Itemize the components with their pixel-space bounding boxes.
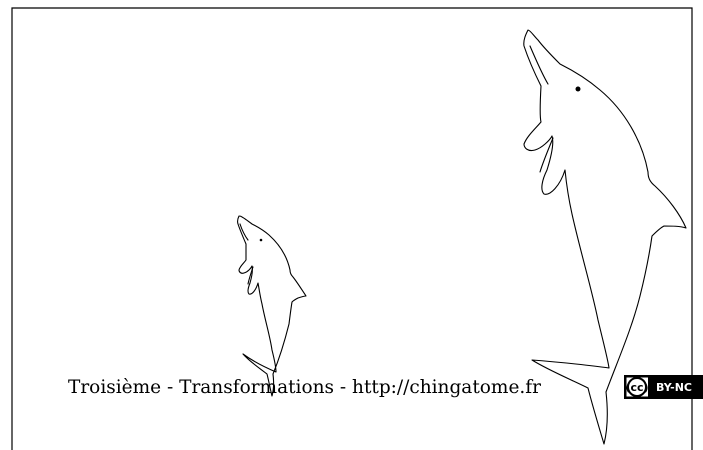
cc-logo-text: (cc) <box>625 381 648 394</box>
large-dolphin-mouth-line <box>529 45 549 85</box>
large-dolphin-body <box>523 29 687 445</box>
small-dolphin-fin-line <box>247 266 254 285</box>
small-dolphin-mouth-line <box>239 223 249 241</box>
cc-license-badge: (cc) BY-NC <box>624 375 703 399</box>
small-dolphin-body <box>237 215 307 397</box>
cc-license-label: BY-NC <box>656 381 692 394</box>
frame <box>11 7 693 450</box>
small-dolphin <box>237 215 307 397</box>
footer-text: Troisième - Transformations - http://chi… <box>68 377 541 398</box>
large-dolphin-eye <box>575 86 581 92</box>
large-dolphin <box>523 29 687 445</box>
small-dolphin-eye <box>259 238 263 242</box>
large-dolphin-fin-line <box>539 137 554 173</box>
